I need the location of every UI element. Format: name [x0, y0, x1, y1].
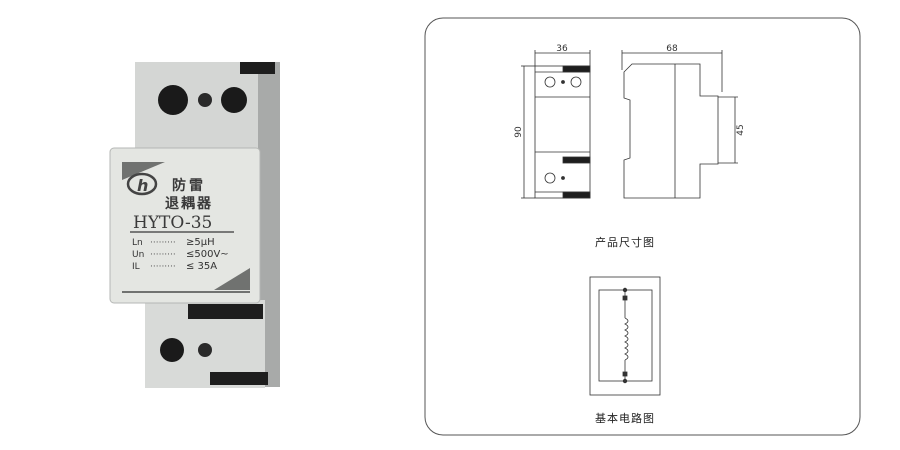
side-view [623, 63, 719, 199]
label-panel [109, 147, 261, 304]
product-name-line1: 防雷 [172, 177, 206, 194]
terminal-hole [198, 93, 212, 107]
terminal-hole [198, 343, 212, 357]
terminal-hole [221, 87, 247, 113]
product-photo: h 防雷 退耦器 HYTO-35 Ln ········· ≥5μH Un ··… [109, 62, 280, 388]
bottom-dark-tab [210, 372, 268, 385]
spec-label: Ln [132, 238, 143, 248]
front-view [534, 65, 591, 199]
product-name-line2: 退耦器 [165, 195, 213, 212]
svg-text:·········: ········· [150, 250, 176, 260]
terminal-hole [158, 85, 188, 115]
rail-dimension: 45 [736, 124, 746, 135]
top-section [135, 62, 275, 154]
drawing-frame [424, 17, 861, 436]
spec-value: ≥5μH [186, 237, 215, 248]
top-dark-tab [240, 62, 275, 74]
dimension-caption: 产品尺寸图 [595, 235, 655, 249]
spec-label: Un [132, 250, 144, 260]
depth-dimension: 68 [666, 44, 678, 54]
label-corner-decoration [214, 268, 250, 290]
width-dimension: 36 [556, 44, 568, 54]
svg-text:·········: ········· [150, 262, 176, 272]
middle-dark-tab [188, 304, 263, 319]
height-dimension: 90 [514, 126, 524, 138]
spec-value: ≤ 35A [186, 261, 217, 272]
circuit-caption: 基本电路图 [595, 411, 655, 425]
svg-text:·········: ········· [150, 238, 176, 248]
model-number: HYTO-35 [133, 213, 212, 233]
terminal-hole [160, 338, 184, 362]
dimension-drawing [521, 50, 738, 199]
spec-label: IL [132, 262, 140, 272]
brand-logo-icon [126, 172, 158, 196]
inductor-coil [624, 317, 629, 361]
circuit-drawing [589, 276, 661, 396]
spec-value: ≤500V~ [186, 249, 229, 260]
brand-mark: h [137, 176, 148, 195]
